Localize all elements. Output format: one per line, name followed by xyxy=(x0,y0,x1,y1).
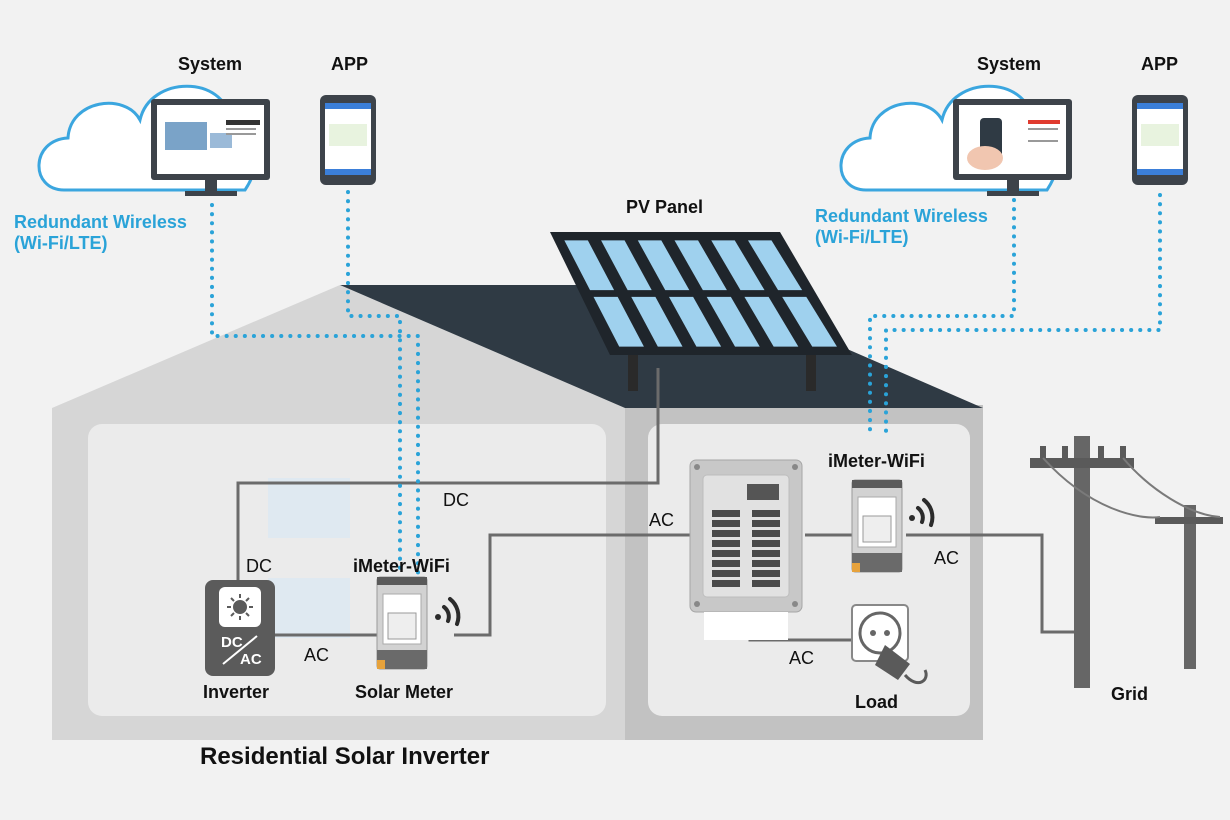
monitor-icon xyxy=(151,99,270,196)
ac-label-inverter: AC xyxy=(304,645,330,665)
dc-label-left: DC xyxy=(246,556,272,576)
imeter-label-left: iMeter-WiFi xyxy=(353,556,450,576)
inverter-ac-text: AC xyxy=(240,651,262,668)
inverter-dc-text: DC xyxy=(221,634,243,651)
pv-panel-label: PV Panel xyxy=(626,197,704,217)
breaker-switch xyxy=(712,550,740,557)
breaker-switch xyxy=(712,560,740,567)
pv-cell xyxy=(668,296,722,347)
breaker-switch xyxy=(752,550,780,557)
breaker-switch xyxy=(712,570,740,577)
breaker-panel xyxy=(689,459,803,613)
tablet-icon xyxy=(320,95,376,185)
breaker-switch xyxy=(712,520,740,527)
tablet-icon xyxy=(1132,95,1188,185)
breaker-switch xyxy=(752,520,780,527)
pv-panel xyxy=(550,232,852,391)
solar-meter-label: Solar Meter xyxy=(355,682,454,702)
breaker-switch xyxy=(752,570,780,577)
wireless-label-right-1: Redundant Wireless xyxy=(815,206,988,226)
imeter-label-right: iMeter-WiFi xyxy=(828,451,925,471)
pv-cell xyxy=(564,240,615,291)
wifi-signal-icon xyxy=(909,498,935,527)
inverter-device xyxy=(205,580,275,676)
pv-cell xyxy=(711,240,765,291)
pv-cell xyxy=(706,296,760,347)
grid-label: Grid xyxy=(1111,684,1149,704)
pv-cell xyxy=(744,296,799,347)
house xyxy=(52,285,983,740)
breaker-switch xyxy=(712,530,740,537)
wifi-signal-icon xyxy=(435,597,461,626)
breaker-switch xyxy=(752,530,780,537)
inverter-label: Inverter xyxy=(203,682,270,702)
sun-icon xyxy=(227,594,253,620)
ac-label-grid: AC xyxy=(934,548,960,568)
breaker-switch xyxy=(712,510,740,517)
breaker-switch xyxy=(752,510,780,517)
wireless-label-left-1: Redundant Wireless xyxy=(14,212,187,232)
wireless-label-right-2: (Wi-Fi/LTE) xyxy=(815,227,909,247)
dc-label-top: DC xyxy=(443,490,469,510)
ac-label-panel: AC xyxy=(649,510,675,530)
load-label: Load xyxy=(855,692,898,712)
left-room xyxy=(88,424,606,716)
system-label-right: System xyxy=(977,54,1042,74)
wireless-links xyxy=(210,190,1162,577)
imeter-device-right xyxy=(851,479,903,573)
plug-icon xyxy=(851,604,928,685)
pv-cell xyxy=(674,240,727,291)
breaker-switch xyxy=(752,580,780,587)
pv-cell xyxy=(593,296,644,347)
ac-label-load: AC xyxy=(789,648,815,668)
monitor-icon xyxy=(953,99,1072,196)
pv-cell xyxy=(601,240,652,291)
imeter-device-left xyxy=(376,576,428,670)
breaker-switch xyxy=(752,540,780,547)
system-label-left: System xyxy=(178,54,243,74)
pv-cell xyxy=(631,296,683,347)
breaker-switch xyxy=(712,540,740,547)
caption: Residential Solar Inverter xyxy=(200,743,490,770)
wireless-label-left-2: (Wi-Fi/LTE) xyxy=(14,233,108,253)
app-label-left: APP xyxy=(331,54,369,74)
pv-cell xyxy=(747,240,803,291)
pv-cell xyxy=(782,296,837,347)
pv-cell xyxy=(637,240,690,291)
breaker-switch xyxy=(752,560,780,567)
app-label-right: APP xyxy=(1141,54,1179,74)
grid-poles xyxy=(1030,436,1223,688)
breaker-switch xyxy=(712,580,740,587)
